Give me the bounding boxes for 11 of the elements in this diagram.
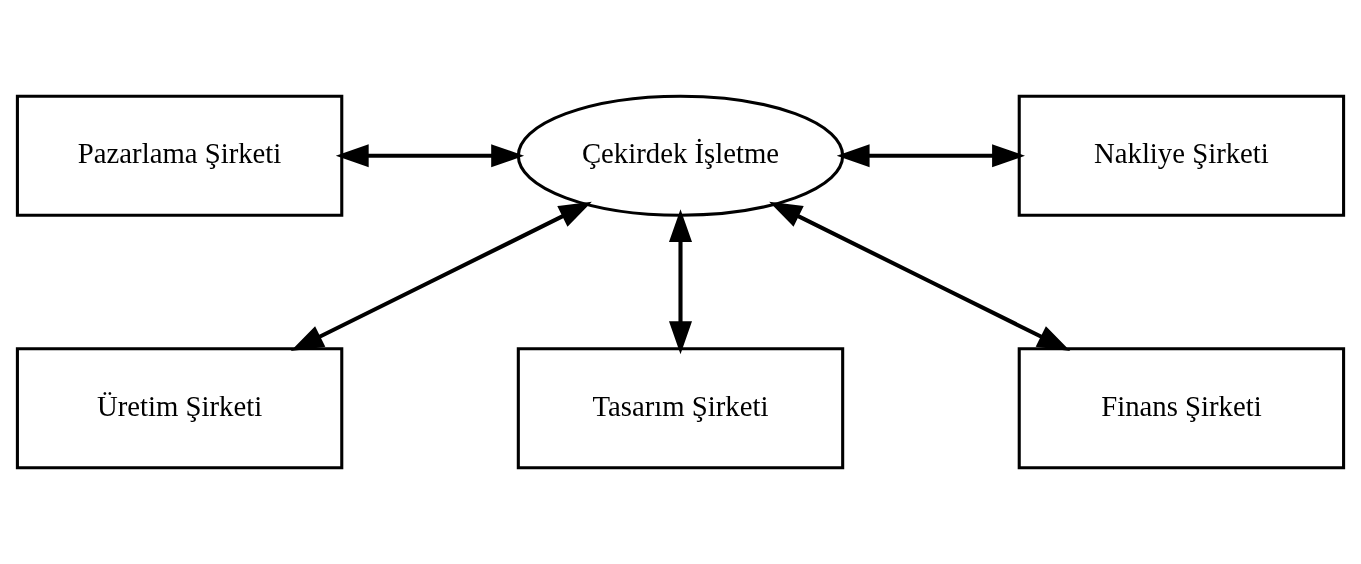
arrow <box>290 201 592 352</box>
node-box: Üretim Şirketi <box>15 347 344 470</box>
node-box: Finans Şirketi <box>1017 347 1346 470</box>
node-ellipse: Çekirdek İşletme <box>516 94 845 217</box>
node-box: Tasarım Şirketi <box>516 347 845 470</box>
node-box: Pazarlama Şirketi <box>15 94 344 217</box>
arrow <box>669 209 692 355</box>
node-box: Nakliye Şirketi <box>1017 94 1346 217</box>
arrow <box>769 201 1071 352</box>
arrow <box>335 144 525 168</box>
arrow <box>836 144 1025 168</box>
